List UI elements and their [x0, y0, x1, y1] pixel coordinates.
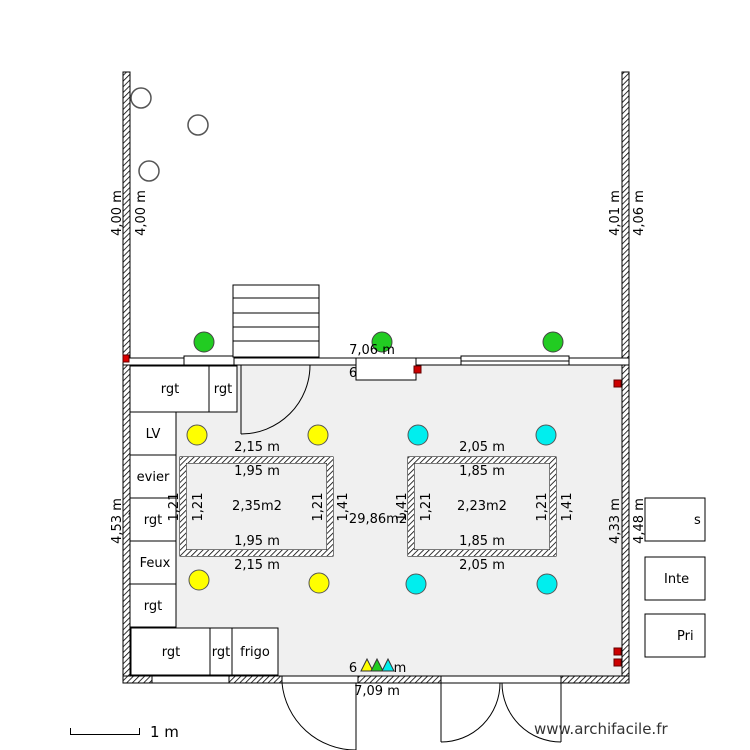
cyan-light	[536, 573, 558, 595]
dim-table-left-top-inner: 1,95 m	[234, 464, 280, 479]
cabinet-label: rgt	[214, 382, 232, 397]
cyan-light	[405, 573, 427, 595]
sink-lv-label: LV	[146, 427, 161, 442]
dim-bottom-outer: 7,09 m	[354, 684, 400, 699]
cabinet-label: rgt	[144, 599, 162, 614]
dim-table-right-bottom-outer: 2,05 m	[459, 558, 505, 573]
cabinet-label: rgt	[212, 645, 230, 660]
bottom-left-threshold	[151, 675, 230, 684]
dim-table-right-right-inner: 1,21	[535, 493, 550, 522]
outlet-marker	[613, 658, 622, 667]
fridge-label: frigo	[240, 645, 270, 660]
door-bottom-right	[440, 675, 562, 743]
dim-table-left-bottom-inner: 1,95 m	[234, 534, 280, 549]
side-box-middle-label: Inte	[664, 572, 689, 587]
dim-table-left-left-outer: 1,21	[167, 493, 182, 522]
outlet-marker	[122, 354, 130, 363]
side-box-middle	[644, 556, 706, 601]
dim-table-right-left-inner: 1,21	[419, 493, 434, 522]
table-right-inner	[413, 462, 551, 551]
dim-right-room-outer: 4,48 m	[632, 498, 647, 544]
green-light	[542, 331, 564, 353]
yellow-light	[188, 569, 210, 591]
dim-table-right-right-outer: 1,41	[560, 493, 575, 522]
door-bottom-left	[281, 675, 359, 750]
dim-left-inner-upper: 4,00 m	[134, 190, 149, 236]
dim-table-left-top-outer: 2,15 m	[234, 440, 280, 455]
dim-left-outer-upper: 4,00 m	[110, 190, 125, 236]
yellow-light	[307, 424, 329, 446]
side-box-lower	[644, 613, 706, 658]
dim-right-outer-upper: 4,06 m	[632, 190, 647, 236]
sink-lv	[129, 411, 177, 456]
outlet-marker	[613, 379, 622, 388]
cabinet-rgt-low	[129, 583, 177, 628]
side-box-lower-label: Pri	[677, 629, 694, 644]
cyan-triangle-marker	[381, 657, 395, 672]
outlet-marker	[613, 647, 622, 656]
scale-label: 1 m	[150, 723, 179, 741]
scale-bar	[70, 728, 140, 735]
stove-label: Feux	[140, 556, 171, 571]
cyan-light	[407, 424, 429, 446]
green-triangle-marker	[370, 657, 384, 672]
table-left-area: 2,35m2	[232, 499, 282, 514]
dim-left-room: 4,53 m	[110, 498, 125, 544]
top-window-left	[183, 355, 235, 366]
green-light	[193, 331, 215, 353]
fridge	[231, 627, 279, 676]
tree-circle	[187, 114, 209, 136]
yellow-light	[186, 424, 208, 446]
tree-circle	[130, 87, 152, 109]
cyan-light	[535, 424, 557, 446]
room-area: 29,86m2	[349, 512, 407, 527]
dim-table-right-bottom-inner: 1,85 m	[459, 534, 505, 549]
dim-table-right-top-outer: 2,05 m	[459, 440, 505, 455]
yellow-light	[308, 572, 330, 594]
cabinet-label: rgt	[144, 513, 162, 528]
dim-top-wall: 7,06 m	[349, 343, 395, 358]
cabinet-rgt-top-small	[208, 365, 238, 413]
outlet-marker	[413, 365, 422, 374]
stairs	[232, 284, 320, 358]
brand-watermark: www.archifacile.fr	[534, 720, 668, 738]
dim-bottom-inner-tail: m	[394, 661, 407, 676]
side-box-upper-label: s	[694, 513, 701, 528]
sink-evier	[129, 454, 177, 499]
room-right-wall	[621, 357, 630, 684]
cabinet-label: rgt	[161, 382, 179, 397]
cabinet-label: rgt	[162, 645, 180, 660]
cabinet-rgt-top-left	[129, 365, 210, 413]
top-opening	[355, 357, 417, 381]
dim-table-right-left-outer: 1,41	[395, 493, 410, 522]
dim-right-room-inner: 4,33 m	[608, 498, 623, 544]
stove-feux	[129, 540, 177, 585]
dim-right-inner-upper: 4,01 m	[608, 190, 623, 236]
dim-table-left-left-inner: 1,21	[191, 493, 206, 522]
green-light	[371, 331, 393, 353]
door-top	[240, 364, 311, 435]
tree-circle	[138, 160, 160, 182]
cabinet-rgt-mid	[129, 497, 177, 542]
table-right-area: 2,23m2	[457, 499, 507, 514]
right-outdoor-wall	[621, 71, 630, 360]
side-box-upper	[644, 497, 706, 542]
yellow-triangle-marker	[360, 657, 374, 672]
dim-table-left-right-inner: 1,21	[311, 493, 326, 522]
sink-evier-label: evier	[137, 470, 170, 485]
dim-top-wall-inner: 6	[349, 366, 357, 381]
dim-bottom-inner: 6	[349, 661, 357, 676]
dim-table-left-right-outer: 1,41	[336, 493, 351, 522]
dim-table-left-bottom-outer: 2,15 m	[234, 558, 280, 573]
dim-table-right-top-inner: 1,85 m	[459, 464, 505, 479]
room-bottom-wall	[122, 675, 630, 684]
